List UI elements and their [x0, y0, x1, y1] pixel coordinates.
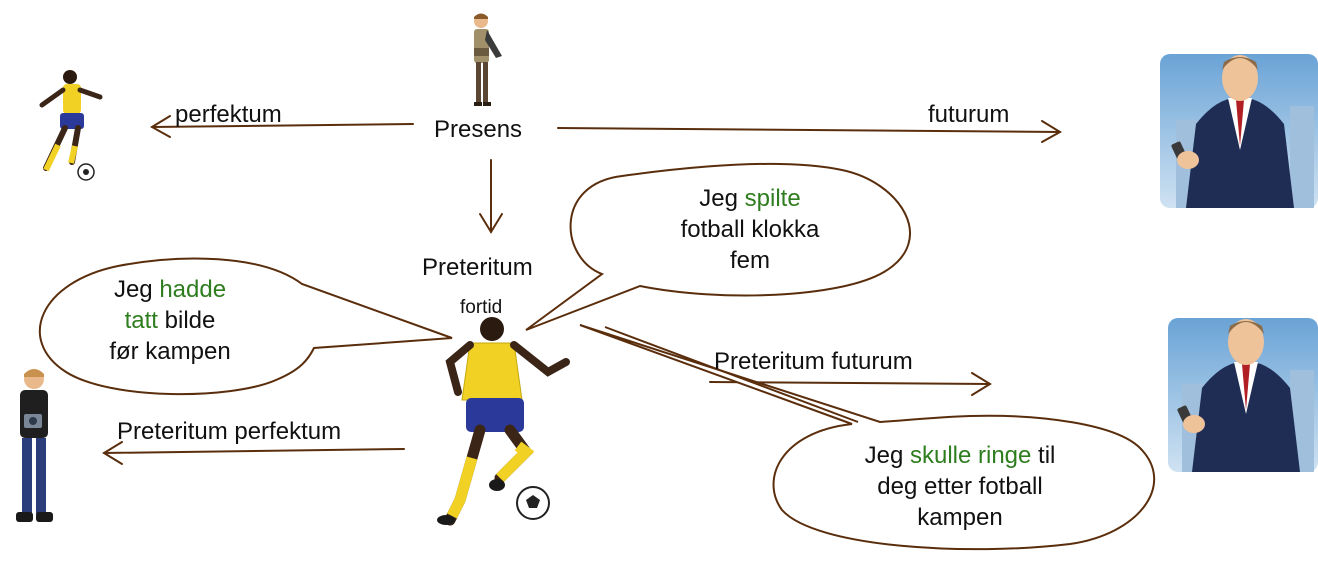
businessman-phone-bottom-icon [1168, 318, 1318, 472]
bubble-skulle-line3: kampen [917, 504, 1003, 531]
futurum-label: futurum [928, 101, 1010, 128]
preteritum-futurum-label: Preteritum futurum [714, 348, 913, 375]
preteritum-label: Preteritum [422, 254, 533, 281]
perfektum-label: perfektum [175, 101, 282, 128]
businessman-icon [474, 13, 502, 106]
bubble-hadde-line1-pre: Jeg [113, 276, 160, 303]
bubble-spilte-line3: fem [729, 247, 770, 274]
bubble-hadde-shape [38, 257, 453, 396]
bubble-skulle-line2: deg etter fotball [877, 473, 1043, 500]
arrow-to-perfektum [150, 115, 414, 138]
bubble-hadde-participle: tatt [124, 307, 158, 334]
bubble-skulle-tail-line [604, 326, 859, 423]
businessman-phone-top-icon [1160, 54, 1318, 208]
arrow-to-futurum [557, 120, 1062, 143]
arrow-to-preteritum-perfektum [102, 441, 405, 465]
bubble-skulle-line1-post: til [1031, 442, 1056, 469]
footballer-small-icon [39, 70, 103, 181]
bubble-spilte-verb: spilte [744, 185, 801, 212]
bubble-skulle-line1-pre: Jeg [864, 442, 910, 469]
fortid-label: fortid [460, 297, 503, 318]
preteritum-perfektum-label: Preteritum perfektum [117, 418, 342, 445]
bubble-spilte-text: Jeg spilte fotball klokka fem [640, 183, 860, 276]
bubble-spilte-line1-pre: Jeg [699, 185, 745, 212]
bubble-hadde-text: Jeg hadde tatt bilde før kampen [60, 274, 280, 367]
presens-label: Presens [434, 116, 523, 143]
photographer-icon [16, 369, 53, 522]
bubble-hadde-line2-post: bilde [157, 307, 216, 334]
bubble-hadde-verb: hadde [159, 276, 227, 303]
bubble-hadde-line3: før kampen [109, 338, 231, 365]
footballer-large-icon [437, 317, 570, 526]
bubble-skulle-shape [579, 324, 1156, 551]
bubble-skulle-text: Jeg skulle ringe til deg etter fotball k… [830, 440, 1090, 533]
bubble-spilte-line2: fotball klokka [680, 216, 820, 243]
bubble-skulle-verb: skulle ringe [909, 442, 1032, 469]
bubble-spilte-shape [525, 163, 911, 331]
arrow-to-preteritum [479, 159, 503, 234]
